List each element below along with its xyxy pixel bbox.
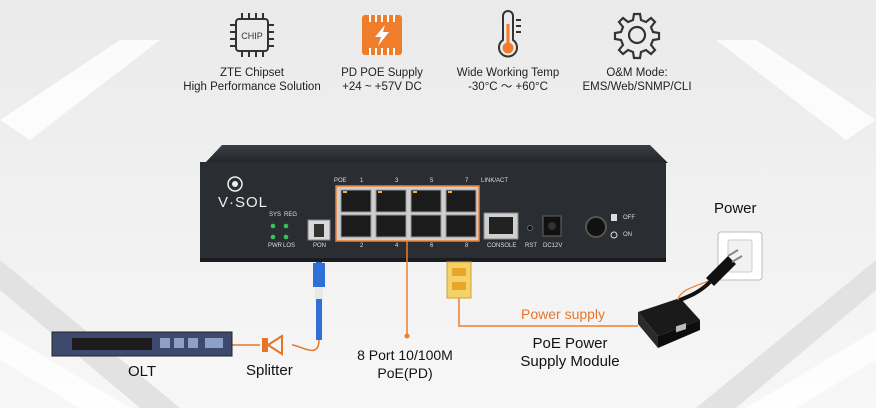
port-num-3: 3 — [395, 178, 399, 184]
feature-poe-line1: PD POE Supply — [341, 67, 423, 79]
thermometer-icon — [498, 10, 521, 58]
poe-label: POE — [334, 178, 347, 184]
vsol-logo-icon — [227, 176, 243, 192]
off-label: OFF — [623, 215, 635, 221]
feature-chip: CHIP ZTE Chipset High Performance Soluti… — [167, 10, 337, 94]
feature-om: O&M Mode: EMS/Web/SNMP/CLI — [552, 10, 722, 94]
link-act-label: LINK/ACT — [481, 178, 509, 184]
feature-temp: Wide Working Temp -30°C ～ +60°C — [423, 10, 593, 94]
olt-device-icon — [51, 331, 233, 357]
port-description-line2: PoE(PD) — [377, 365, 433, 381]
port-num-4: 4 — [395, 243, 399, 249]
port-num-8: 8 — [465, 243, 469, 249]
feature-poe-line2: +24 ~ +57V DC — [342, 81, 422, 93]
feature-chip-line1: ZTE Chipset — [220, 67, 284, 79]
rst-label: RST — [525, 243, 537, 249]
port-num-5: 5 — [430, 178, 434, 184]
status-leds — [270, 223, 289, 240]
led-label-pwr: PWR — [268, 243, 282, 249]
poe-module-line1: PoE Power — [532, 335, 608, 352]
dc-label: DC12V — [543, 243, 563, 249]
led-label-reg: REG — [284, 212, 298, 218]
feature-temp-line1: Wide Working Temp — [456, 67, 560, 79]
poe-supply-icon — [362, 15, 402, 55]
device-top-face — [205, 145, 668, 163]
ethernet-plug-icon — [446, 261, 472, 299]
fiber-cable — [313, 262, 325, 340]
feature-om-line2: EMS/Web/SNMP/CLI — [582, 81, 692, 93]
port-num-2: 2 — [360, 243, 364, 249]
olt-label: OLT — [128, 363, 157, 380]
reset-button — [527, 225, 533, 231]
pon-label: PON — [313, 243, 327, 249]
port-description-line1: 8 Port 10/100M — [357, 347, 453, 363]
ethernet-ports — [340, 189, 477, 238]
chip-icon: CHIP — [230, 13, 274, 57]
power-switch — [585, 216, 607, 238]
splitter-icon — [262, 334, 283, 356]
port-num-1: 1 — [360, 178, 364, 184]
on-label: ON — [623, 232, 632, 238]
gear-icon — [613, 12, 661, 60]
brand-logo-text: V·SOL — [218, 194, 269, 211]
power-plug-icon — [679, 249, 743, 302]
poe-module-label: PoE Power Supply Module — [505, 335, 635, 371]
feature-om-line1: O&M Mode: — [606, 67, 668, 79]
power-label: Power — [714, 200, 757, 217]
splitter-label: Splitter — [246, 362, 293, 379]
port-num-7: 7 — [465, 178, 469, 184]
poe-module-icon — [638, 298, 700, 348]
feature-poe: PD POE Supply +24 ~ +57V DC — [297, 10, 467, 94]
led-label-sys: SYS — [269, 212, 282, 218]
poe-module-line2: Supply Module — [520, 353, 620, 370]
chip-icon-text: CHIP — [241, 31, 263, 41]
power-supply-label: Power supply — [521, 306, 606, 322]
port-num-6: 6 — [430, 243, 434, 249]
led-label-los: LOS — [283, 243, 296, 249]
feature-chip-line2: High Performance Solution — [183, 81, 321, 93]
console-label: CONSOLE — [487, 243, 517, 249]
feature-temp-line2: -30°C ～ +60°C — [468, 81, 548, 93]
port-description: 8 Port 10/100M PoE(PD) — [340, 346, 470, 382]
